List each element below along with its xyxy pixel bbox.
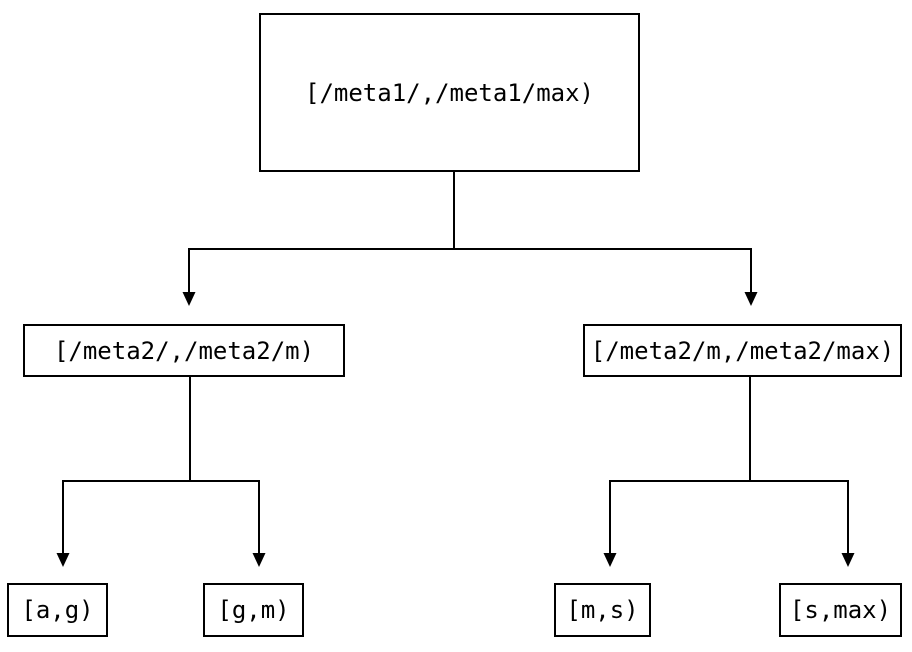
arrowhead-down-icon — [182, 292, 196, 306]
arrowhead-down-icon — [841, 553, 855, 567]
edge-arrowheads — [56, 292, 855, 567]
arrowhead-down-icon — [603, 553, 617, 567]
node-root: [/meta1/,/meta1/max) — [259, 13, 640, 172]
node-leaf-g-m: [g,m) — [203, 583, 304, 637]
arrowhead-down-icon — [744, 292, 758, 306]
node-leaf-a-g: [a,g) — [7, 583, 108, 637]
edge-lines — [62, 172, 849, 554]
node-right-child: [/meta2/m,/meta2/max) — [583, 324, 902, 377]
node-leaf-s-max: [s,max) — [779, 583, 902, 637]
arrowhead-down-icon — [56, 553, 70, 567]
node-left-child: [/meta2/,/meta2/m) — [23, 324, 345, 377]
node-leaf-m-s: [m,s) — [554, 583, 651, 637]
arrowhead-down-icon — [252, 553, 266, 567]
